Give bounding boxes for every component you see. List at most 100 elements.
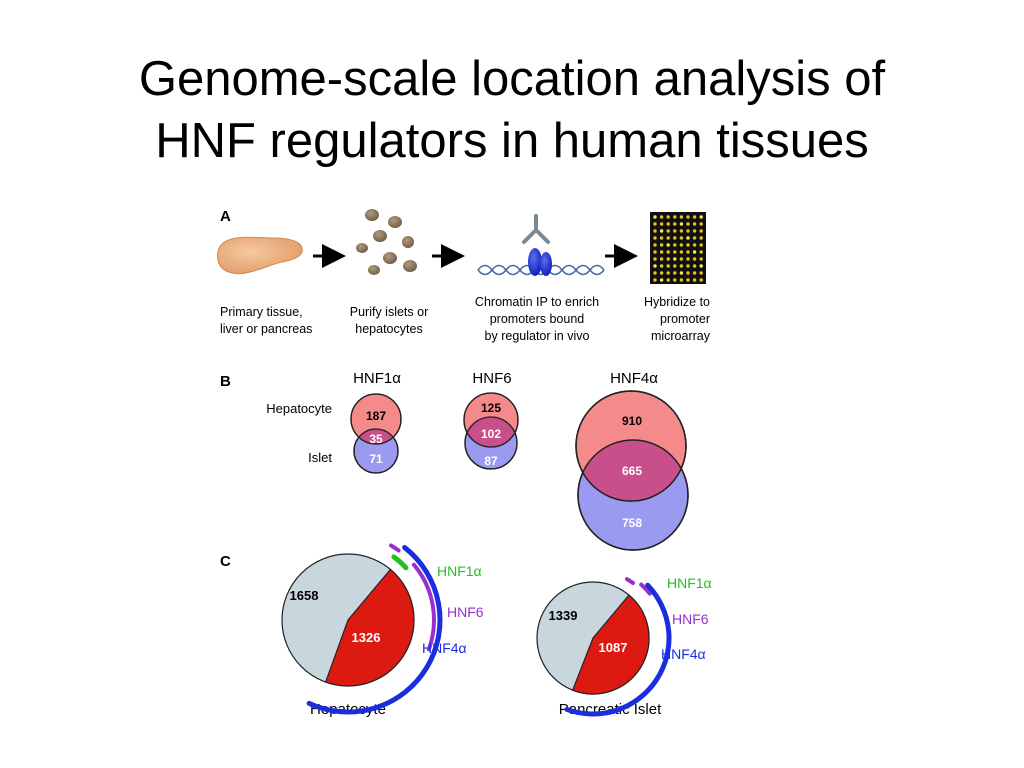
microarray-spot [659, 243, 664, 247]
venn-hnf6: 125 102 87 [463, 392, 519, 470]
microarray-spot [692, 243, 697, 247]
microarray-spot [653, 243, 657, 247]
arc-label-islet-hnf4a: HNF4α [661, 646, 706, 662]
microarray-spot [692, 236, 697, 240]
microarray-spot [699, 243, 703, 247]
microarray-spot [692, 257, 697, 261]
microarray-spot [666, 264, 670, 268]
chromatin-ip-icon [477, 214, 605, 276]
step-1-line-2: liver or pancreas [220, 322, 312, 336]
microarray-spot [659, 278, 664, 282]
row-label-hepatocyte: Hepatocyte [266, 401, 332, 416]
arc-hepatocyte-hnf1a [391, 554, 409, 571]
microarray-spot [673, 236, 677, 240]
microarray-spot [666, 257, 670, 261]
microarray-spot [673, 229, 677, 233]
pie-hepatocyte-bound-value: 1326 [352, 630, 381, 645]
step-2-line-1: Purify islets or [350, 305, 429, 319]
title-line-1: Genome-scale location analysis of [138, 52, 886, 106]
step-4-line-1: Hybridize to [644, 295, 710, 309]
microarray-icon [650, 212, 706, 284]
title-line-2: HNF regulators in human tissues [155, 114, 869, 168]
microarray-spot [692, 250, 697, 254]
venn-hnf4a-top-value: 910 [622, 414, 642, 428]
arc-label-hepatocyte-hnf4a: HNF4α [422, 640, 467, 656]
venn-hnf1a-overlap-value: 35 [369, 432, 383, 446]
microarray-spot [686, 278, 690, 282]
microarray-spot [653, 264, 657, 268]
microarray-spot [699, 264, 703, 268]
microarray-spot [673, 250, 677, 254]
microarray-spot [653, 222, 657, 226]
microarray-spot [659, 264, 664, 268]
microarray-spot [653, 250, 657, 254]
microarray-spot [699, 236, 703, 240]
arc-label-islet-hnf6: HNF6 [672, 611, 709, 627]
venn-hnf1a-bottom-value: 71 [369, 452, 383, 466]
microarray-spot [659, 257, 664, 261]
arc-hepatocyte-hnf6-a [389, 543, 401, 553]
microarray-spot [699, 222, 703, 226]
microarray-spot [673, 243, 677, 247]
arc-islet-hnf1a-a [625, 577, 635, 585]
microarray-spot [692, 215, 697, 219]
microarray-spot [679, 243, 684, 247]
venn-hnf4a-overlap-value: 665 [622, 464, 642, 478]
microarray-spot [666, 222, 670, 226]
venn-title-hnf1a: HNF1α [353, 370, 401, 387]
microarray-spot [686, 264, 690, 268]
microarray-spot [699, 271, 703, 275]
microarray-spot [659, 215, 664, 219]
microarray-spot [659, 229, 664, 233]
microarray-spot [666, 243, 670, 247]
pie-hepatocyte: 1658 1326 Hepatocyte [281, 553, 415, 718]
microarray-spot [673, 222, 677, 226]
microarray-spot [686, 250, 690, 254]
arc-label-hepatocyte-hnf1a: HNF1α [437, 563, 482, 579]
venn-title-hnf6: HNF6 [472, 370, 511, 387]
tissue-icon [217, 236, 303, 275]
arc-islet-hnf4a [564, 582, 672, 717]
islets-icon [356, 209, 417, 275]
microarray-spot [679, 215, 684, 219]
arc-hepatocyte-hnf6-b [411, 562, 436, 652]
venn-hnf6-top-value: 125 [481, 401, 501, 415]
microarray-spot [666, 229, 670, 233]
microarray-spot [699, 215, 703, 219]
microarray-spot [686, 215, 690, 219]
antibody-icon [522, 214, 550, 244]
microarray-spot [673, 264, 677, 268]
microarray-spot [699, 229, 703, 233]
venn-title-hnf4a: HNF4α [610, 370, 658, 387]
microarray-spot [659, 236, 664, 240]
microarray-spot [659, 271, 664, 275]
microarray-spot [679, 236, 684, 240]
microarray-slide [650, 212, 706, 284]
pie-islet-bound-value: 1087 [599, 640, 628, 655]
step-2-line-2: hepatocytes [355, 322, 422, 336]
microarray-spot [699, 250, 703, 254]
pie-hepatocyte-bound [324, 568, 415, 687]
venn-hnf1a-overlap [354, 429, 398, 444]
microarray-spot [692, 264, 697, 268]
regulator-protein-2 [540, 252, 552, 276]
arc-islet-hnf1a-b [639, 582, 652, 596]
microarray-spot [653, 215, 657, 219]
panel-a: A [217, 208, 711, 343]
venn-hnf1a-top-value: 187 [366, 409, 386, 423]
row-label-islet: Islet [308, 450, 332, 465]
microarray-spot [686, 271, 690, 275]
microarray-spot [692, 278, 697, 282]
microarray-spot [679, 264, 684, 268]
microarray-spot [659, 250, 664, 254]
microarray-spot [666, 250, 670, 254]
microarray-spot [673, 215, 677, 219]
microarray-spot [679, 257, 684, 261]
panel-c: C 1658 1326 Hepatocyte HNF1α HNF6 HNF4α … [220, 543, 712, 718]
microarray-spot [692, 222, 697, 226]
microarray-spot [679, 278, 684, 282]
venn-hnf4a-overlap [578, 440, 686, 501]
arc-hepatocyte-hnf4a [306, 545, 443, 715]
step-3-line-1: Chromatin IP to enrich [475, 295, 599, 309]
microarray-spot [673, 278, 677, 282]
